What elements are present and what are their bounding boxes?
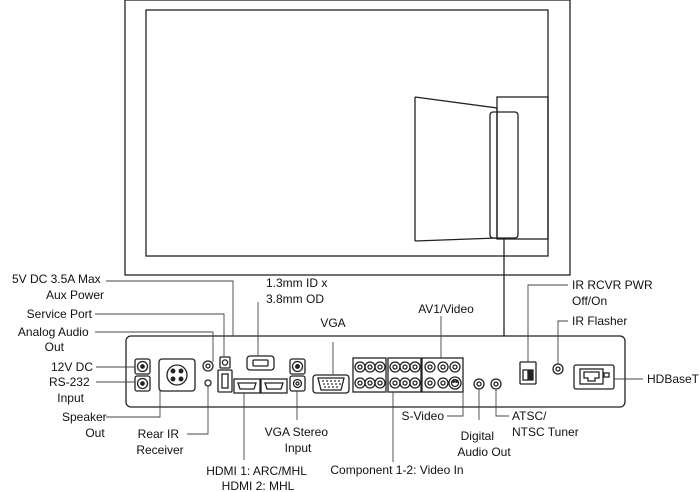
label-component-video-in: Component 1-2: Video In xyxy=(330,463,463,477)
s-video-jack xyxy=(448,376,462,390)
leader-lines xyxy=(95,280,643,462)
dc-barrel-jack xyxy=(246,355,275,371)
dc-12v-jack xyxy=(134,358,151,375)
rs232-jack xyxy=(134,375,151,392)
speaker-out-connector xyxy=(158,358,196,392)
panel-door-open xyxy=(414,96,498,242)
analog-audio-out-jack xyxy=(202,360,214,372)
label-jack-size: 1.3mm ID x 3.8mm OD xyxy=(266,276,331,306)
label-ir-rcvr-pwr: IR RCVR PWR Off/On xyxy=(572,278,656,308)
label-speaker-out: Speaker Out xyxy=(62,410,110,440)
hdmi-port-1 xyxy=(233,378,261,394)
connector-panel xyxy=(125,335,626,408)
label-rear-ir-receiver: Rear IR Receiver xyxy=(136,427,183,457)
hdbaset-port xyxy=(573,364,615,390)
label-ir-flasher: IR Flasher xyxy=(572,314,627,328)
hdmi-port-2 xyxy=(260,378,288,394)
label-hdmi-ports: HDMI 1: ARC/MHL HDMI 2: MHL xyxy=(206,464,310,492)
panel-connector-slot xyxy=(489,111,519,239)
label-av1-video: AV1/Video xyxy=(418,302,474,316)
label-analog-audio-out: Analog Audio Out xyxy=(18,325,92,354)
display-screen xyxy=(145,9,549,257)
service-port xyxy=(219,356,231,369)
label-rs232-input: RS-232 Input xyxy=(49,375,93,405)
label-vga-stereo-input: VGA Stereo Input xyxy=(265,425,332,455)
av1-video-jacks xyxy=(424,361,461,389)
label-hdbaset: HDBaseT xyxy=(647,372,700,386)
display-outline xyxy=(124,0,571,336)
aux-power-usb-port xyxy=(217,369,233,393)
label-12v-dc: 12V DC xyxy=(51,360,93,374)
connector-panel-body xyxy=(125,335,626,408)
vga-stereo-input-jack xyxy=(289,358,306,392)
label-aux-power: 5V DC 3.5A Max Aux Power xyxy=(12,272,104,302)
callout-labels: 5V DC 3.5A Max Aux Power Service Port An… xyxy=(12,272,700,492)
label-s-video: S-Video xyxy=(402,409,445,423)
panel-door-frame xyxy=(496,96,549,240)
label-vga: VGA xyxy=(320,316,345,330)
component-video-inputs xyxy=(352,357,464,393)
label-digital-audio-out: Digital Audio Out xyxy=(457,429,511,459)
label-atsc-ntsc-tuner: ATSC/ NTSC Tuner xyxy=(512,409,579,439)
vga-port xyxy=(312,374,350,394)
display-bezel xyxy=(124,0,571,276)
label-service-port: Service Port xyxy=(27,307,93,321)
